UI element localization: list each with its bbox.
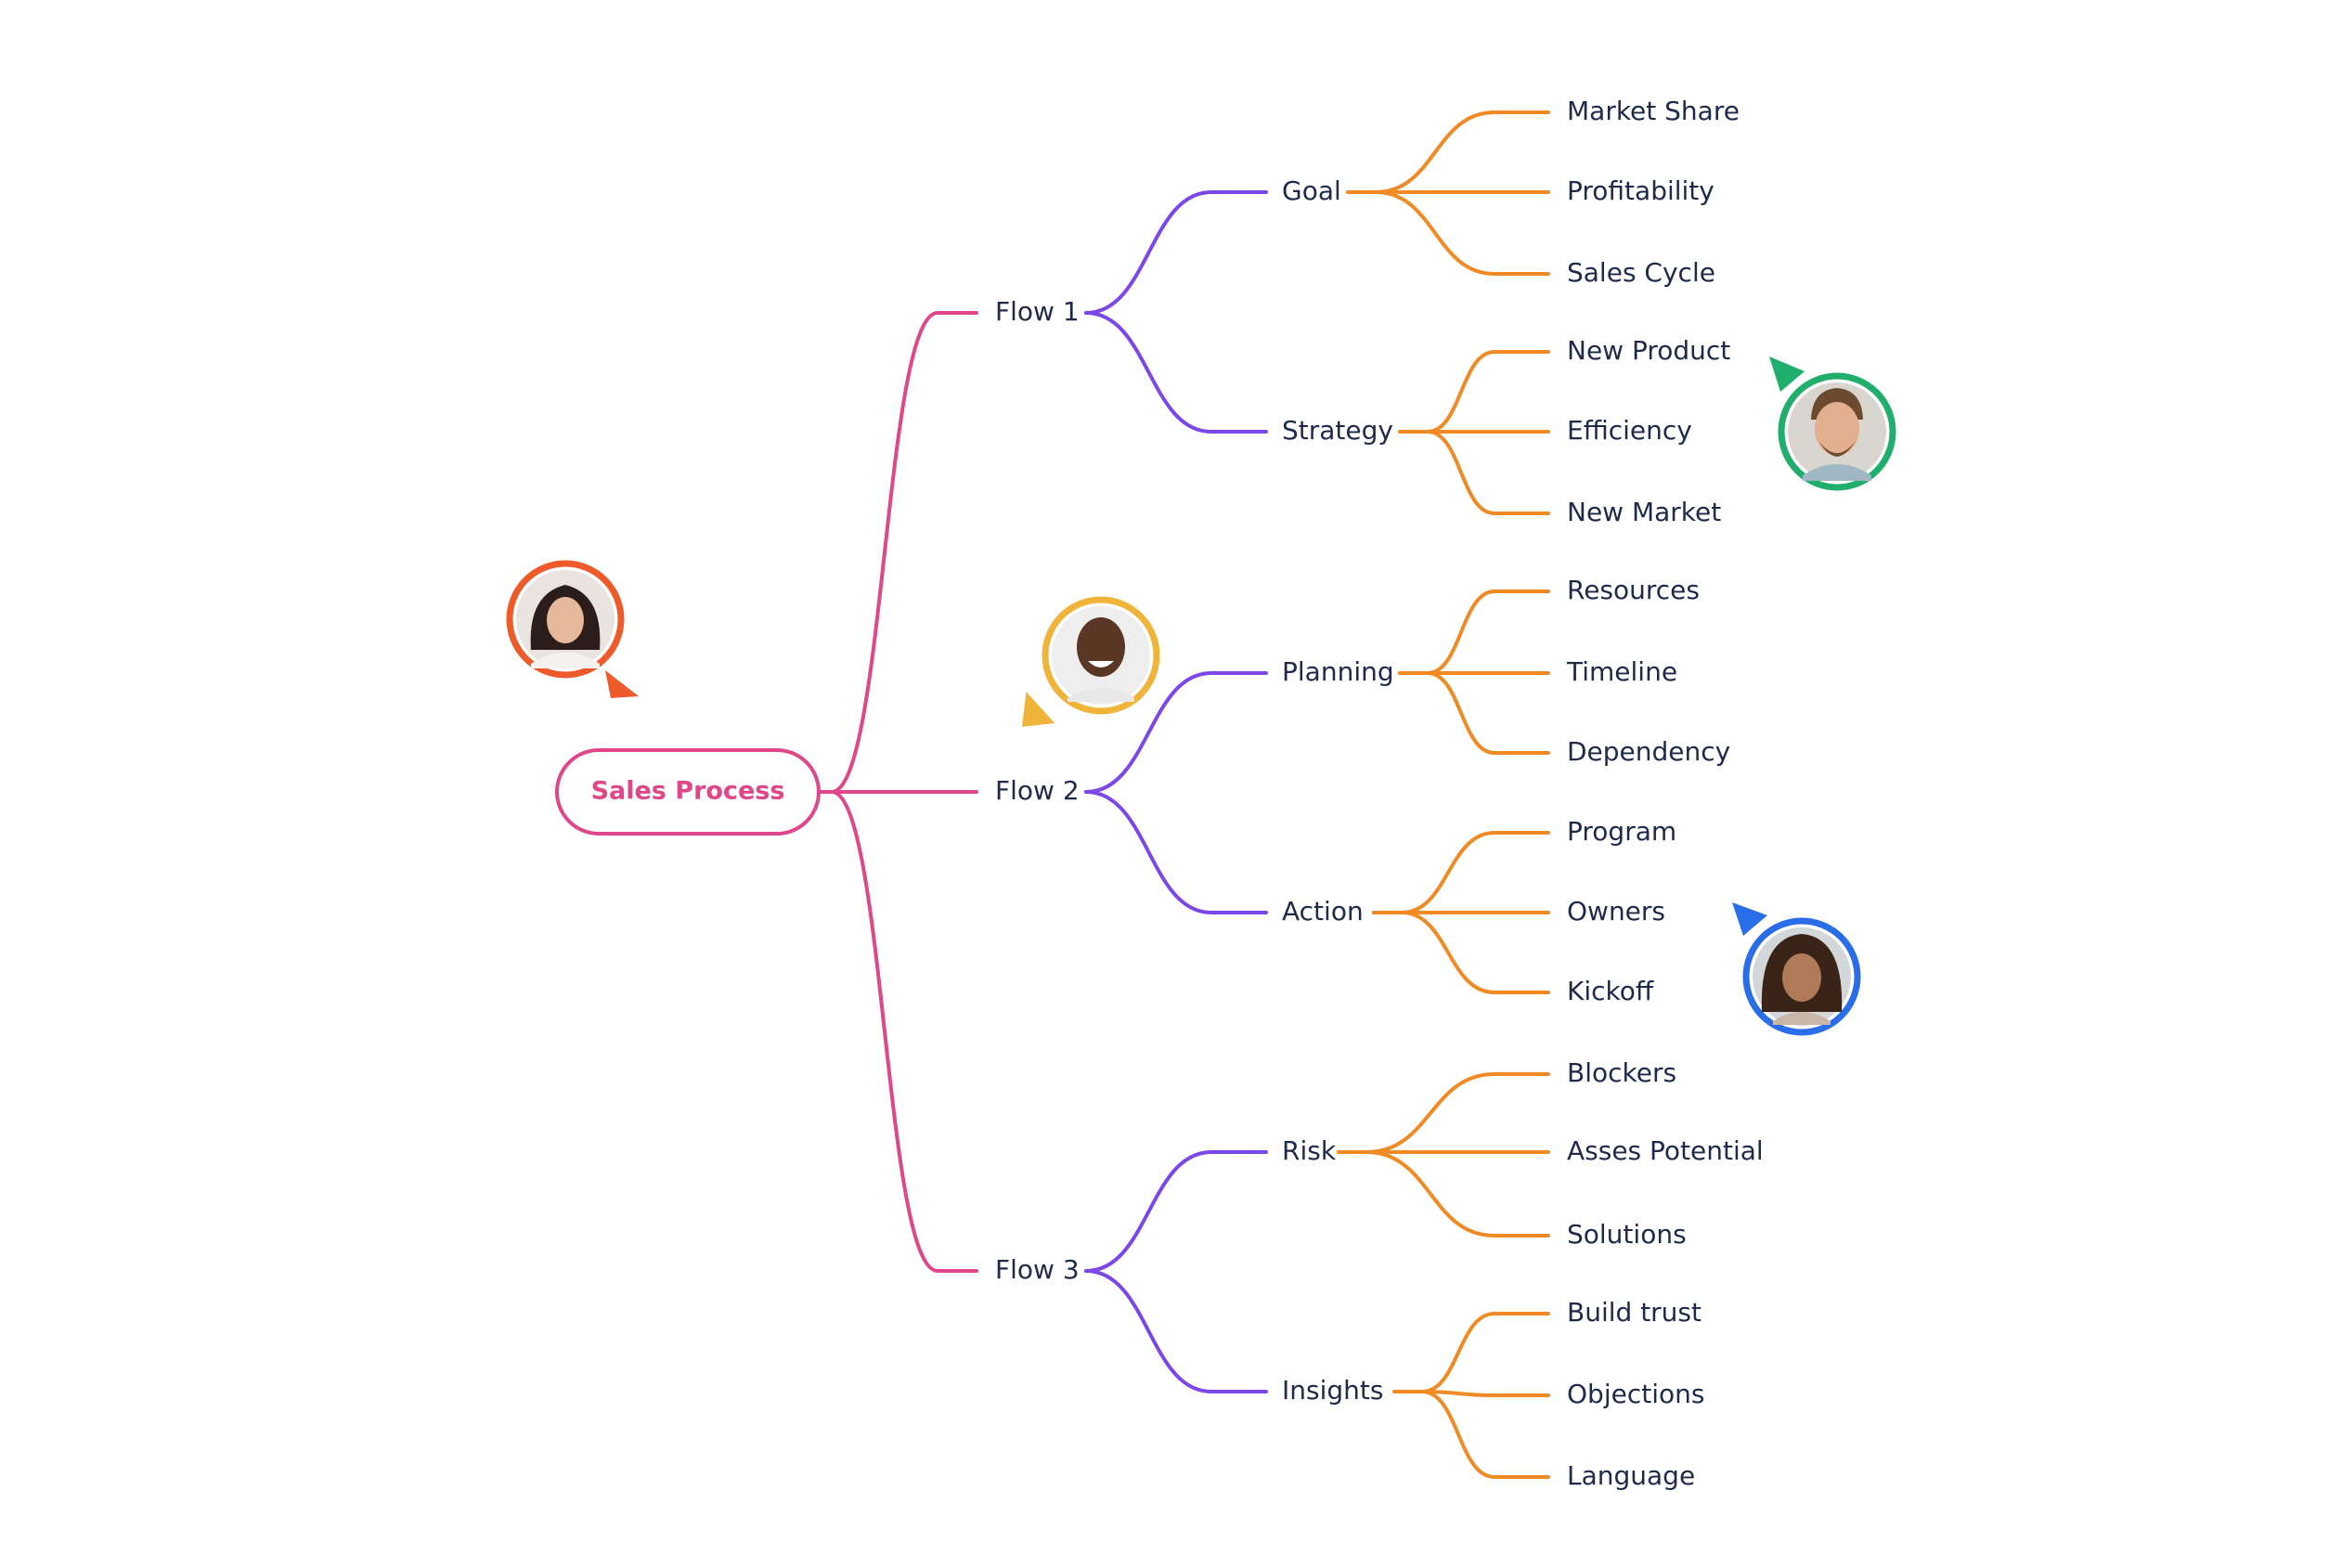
flow-node-label: Flow 2 [995, 775, 1080, 806]
topic-node-label: Action [1282, 896, 1364, 927]
leaf-node-label: New Product [1567, 335, 1730, 366]
cursor-pointer-icon [1732, 902, 1767, 936]
leaf-node-label: Profitability [1567, 175, 1714, 206]
avatar-face-icon [1782, 953, 1821, 1002]
cursor-pointer-icon [1769, 356, 1805, 392]
leaf-node[interactable]: Profitability [1567, 175, 1714, 206]
flow-node[interactable]: Flow 1 [995, 296, 1080, 327]
topic-node-label: Insights [1282, 1375, 1383, 1406]
leaf-node[interactable]: Solutions [1567, 1219, 1687, 1250]
leaf-node-label: Language [1567, 1460, 1695, 1491]
connector-line [1084, 790, 1268, 914]
topic-node[interactable]: Action [1282, 896, 1364, 927]
leaf-node-label: Objections [1567, 1379, 1704, 1409]
leaf-node-label: Program [1567, 816, 1676, 847]
connector-line [1426, 590, 1550, 675]
leaf-node[interactable]: New Market [1567, 497, 1721, 527]
leaf-node[interactable]: Program [1567, 816, 1676, 847]
connector-line [1084, 311, 1268, 434]
leaf-node[interactable]: Build trust [1567, 1297, 1702, 1328]
leaf-node[interactable]: Timeline [1566, 656, 1677, 687]
leaf-node-label: Efficiency [1567, 415, 1692, 446]
connector-line [1426, 350, 1550, 434]
leaf-node[interactable]: Asses Potential [1567, 1135, 1764, 1166]
connector-line [1084, 1269, 1268, 1393]
collaborator-cursor [506, 560, 639, 698]
topic-node-label: Goal [1282, 175, 1341, 206]
connector-lines [817, 110, 1550, 1479]
leaf-node-label: Solutions [1567, 1219, 1687, 1250]
flow-node[interactable]: Flow 3 [995, 1254, 1080, 1285]
leaf-node-label: Resources [1567, 575, 1700, 605]
topic-node-label: Risk [1282, 1135, 1337, 1166]
connector-line [830, 311, 978, 794]
leaf-node[interactable]: Owners [1567, 896, 1665, 927]
connector-line [1400, 831, 1550, 914]
root-node-border [555, 748, 821, 836]
connector-line [1084, 190, 1268, 315]
topic-node-label: Strategy [1282, 415, 1393, 446]
leaf-node-label: Blockers [1567, 1057, 1676, 1088]
topic-node[interactable]: Goal [1282, 175, 1341, 206]
connector-line [1420, 1390, 1550, 1479]
leaf-node-label: Asses Potential [1567, 1135, 1764, 1166]
leaf-node[interactable]: New Product [1567, 335, 1730, 366]
topic-node[interactable]: Planning [1282, 656, 1394, 687]
flow-node-label: Flow 3 [995, 1254, 1080, 1285]
avatar-shirt-icon [531, 652, 600, 668]
leaf-node[interactable]: Blockers [1567, 1057, 1676, 1088]
cursor-pointer-icon [605, 670, 639, 698]
leaf-node-label: Kickoff [1567, 976, 1654, 1006]
collaborator-cursor [1021, 596, 1160, 727]
leaf-node[interactable]: Efficiency [1567, 415, 1692, 446]
connector-line [1365, 1072, 1550, 1154]
topic-node[interactable]: Insights [1282, 1375, 1383, 1406]
leaf-node-label: Build trust [1567, 1297, 1702, 1328]
avatar-shirt-icon [1773, 1012, 1831, 1025]
connector-line [1400, 911, 1550, 994]
connector-line [1426, 430, 1550, 515]
avatar-face-icon [1815, 402, 1859, 456]
avatar-shirt-icon [1803, 464, 1871, 481]
connector-line [1365, 1150, 1550, 1238]
connector-line [1420, 1312, 1550, 1393]
leaf-node-label: Timeline [1566, 656, 1677, 687]
avatar-face-icon [547, 597, 584, 643]
leaf-node-label: Market Share [1567, 96, 1740, 126]
flow-node[interactable]: Flow 2 [995, 775, 1080, 806]
root-node-label: Sales Process [591, 777, 785, 806]
topic-node[interactable]: Strategy [1282, 415, 1393, 446]
connector-line [1374, 190, 1550, 276]
avatar-shirt-icon [1067, 688, 1134, 702]
leaf-node[interactable]: Objections [1567, 1379, 1704, 1409]
leaf-node[interactable]: Market Share [1567, 96, 1740, 126]
leaf-node[interactable]: Dependency [1567, 736, 1730, 767]
connector-line [1426, 671, 1550, 755]
avatar-smile-icon [1088, 661, 1114, 667]
leaf-node-label: New Market [1567, 497, 1721, 527]
connector-line [1084, 1150, 1268, 1273]
connector-line [830, 790, 978, 1273]
leaf-node[interactable]: Sales Cycle [1567, 257, 1715, 288]
connector-line [1374, 110, 1550, 194]
leaf-node[interactable]: Kickoff [1567, 976, 1654, 1006]
cursor-pointer-icon [1021, 692, 1055, 727]
flow-node-label: Flow 1 [995, 296, 1080, 327]
connector-line [1084, 671, 1268, 794]
leaf-node-label: Sales Cycle [1567, 257, 1715, 288]
leaf-node-label: Dependency [1567, 736, 1730, 767]
leaf-node-label: Owners [1567, 896, 1665, 927]
avatar-face-icon [1077, 617, 1125, 677]
avatar-beard-icon [1819, 442, 1855, 457]
collaborator-cursor [1732, 902, 1861, 1036]
root-node[interactable]: Sales Process [555, 748, 821, 836]
topic-node[interactable]: Risk [1282, 1135, 1337, 1166]
connector-line [1420, 1390, 1550, 1397]
topic-node-label: Planning [1282, 656, 1394, 687]
leaf-node[interactable]: Resources [1567, 575, 1700, 605]
leaf-node[interactable]: Language [1567, 1460, 1695, 1491]
collaborator-cursor [1769, 356, 1896, 491]
